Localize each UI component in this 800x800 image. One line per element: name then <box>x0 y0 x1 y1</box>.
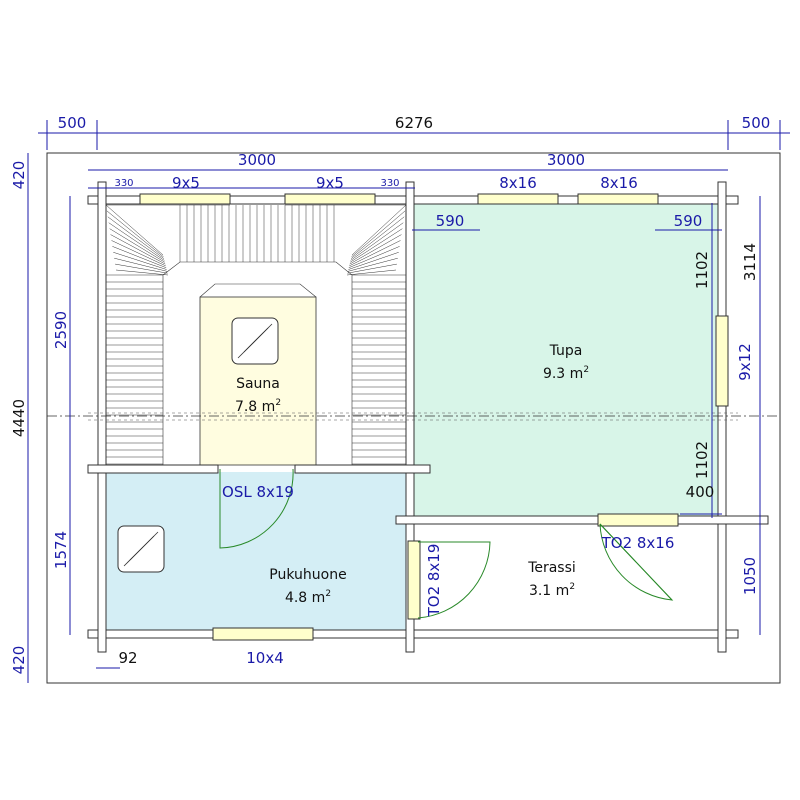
dim-half-right: 3000 <box>547 151 585 169</box>
opening-label-to2-side: TO2 8x19 <box>425 544 443 618</box>
dim-offset-right: 330 <box>380 178 399 189</box>
dim-tupa-inset-left: 590 <box>436 212 465 230</box>
bench-slat <box>346 269 397 276</box>
bench-slat <box>350 216 405 259</box>
door-to2-side <box>417 541 491 619</box>
bench-slat <box>109 228 165 263</box>
roof-outline <box>46 152 781 684</box>
bench-slat <box>350 222 404 261</box>
dim-overhang-left: 500 <box>58 114 87 132</box>
door-osl <box>219 468 294 549</box>
dim-tupa-lower: 1102 <box>693 441 711 479</box>
opening-label-to2-terrace: TO2 8x16 <box>601 534 675 552</box>
sauna-stove-icon <box>231 317 279 365</box>
bench-slat <box>106 210 164 258</box>
bench-slat <box>113 252 167 270</box>
room-name-sauna: Sauna <box>236 376 280 392</box>
opening-label-osl: OSL 8x19 <box>222 483 294 501</box>
window-tupa-left <box>477 193 559 205</box>
terrace-floor <box>418 526 718 632</box>
bench-slat <box>110 234 166 265</box>
bench-slat <box>351 210 406 258</box>
dim-wall-thickness: 92 <box>118 649 137 667</box>
bench-slat <box>111 240 166 267</box>
window-tupa-side <box>715 315 729 407</box>
dim-bottom-margin: 420 <box>10 646 28 675</box>
bench-slat <box>349 240 401 267</box>
bench-slat <box>108 222 165 261</box>
room-area-tupa: 9.3 m2 <box>543 365 589 382</box>
room-name-tupa: Tupa <box>549 343 583 359</box>
pukuhuone-stove-icon <box>117 525 165 573</box>
window-label-sauna-right: 9x5 <box>316 174 344 192</box>
door-frame-terrace <box>597 513 679 527</box>
dim-right-lower: 1050 <box>741 557 759 595</box>
dim-half-left: 3000 <box>238 151 276 169</box>
dim-overhang-right: 500 <box>742 114 771 132</box>
dim-terrace-corner: 400 <box>686 483 715 501</box>
dim-right-upper: 3114 <box>741 243 759 281</box>
bench-slat <box>107 216 165 259</box>
bench-slat <box>112 246 167 268</box>
window-pukuhuone <box>212 627 314 641</box>
window-label-tupa-right: 8x16 <box>600 174 638 192</box>
bench-slat <box>350 228 403 263</box>
bench-slat <box>351 204 407 256</box>
dim-total-width: 6276 <box>395 114 433 132</box>
room-area-terassi: 3.1 m2 <box>529 582 575 599</box>
window-tupa-right <box>577 193 659 205</box>
window-sauna-right <box>284 193 376 205</box>
window-label-tupa-side: 9x12 <box>736 343 754 381</box>
dim-pukuhuone-height: 1574 <box>52 531 70 569</box>
dim-offset-left: 330 <box>114 178 133 189</box>
bench-slat <box>347 263 397 274</box>
window-label-tupa-left: 8x16 <box>499 174 537 192</box>
bench-slat <box>349 234 402 265</box>
room-area-sauna: 7.8 m2 <box>235 398 281 415</box>
window-sauna-left <box>139 193 231 205</box>
walls <box>47 181 780 653</box>
tupa-floor <box>412 203 718 518</box>
bench-slat <box>348 252 399 270</box>
bench-slat <box>115 263 168 274</box>
dim-tupa-upper: 1102 <box>693 251 711 289</box>
dim-total-height: 4440 <box>10 399 28 437</box>
dim-sauna-height: 2590 <box>52 311 70 349</box>
bench-slat <box>115 269 169 276</box>
room-area-pukuhuone: 4.8 m2 <box>285 589 331 606</box>
door-to2-terrace <box>599 523 674 601</box>
room-name-terassi: Terassi <box>527 560 576 576</box>
door-frame-side <box>407 540 421 620</box>
bench-slat <box>347 257 398 272</box>
bench-slat <box>105 204 164 256</box>
room-name-pukuhuone: Pukuhuone <box>269 567 346 583</box>
dim-tupa-inset-right: 590 <box>674 212 703 230</box>
window-label-sauna-left: 9x5 <box>172 174 200 192</box>
bench-slat <box>348 246 400 268</box>
bench-slat <box>114 257 168 272</box>
dimension-lines <box>27 120 790 683</box>
dim-top-margin: 420 <box>10 161 28 190</box>
window-label-pukuhuone: 10x4 <box>246 649 284 667</box>
